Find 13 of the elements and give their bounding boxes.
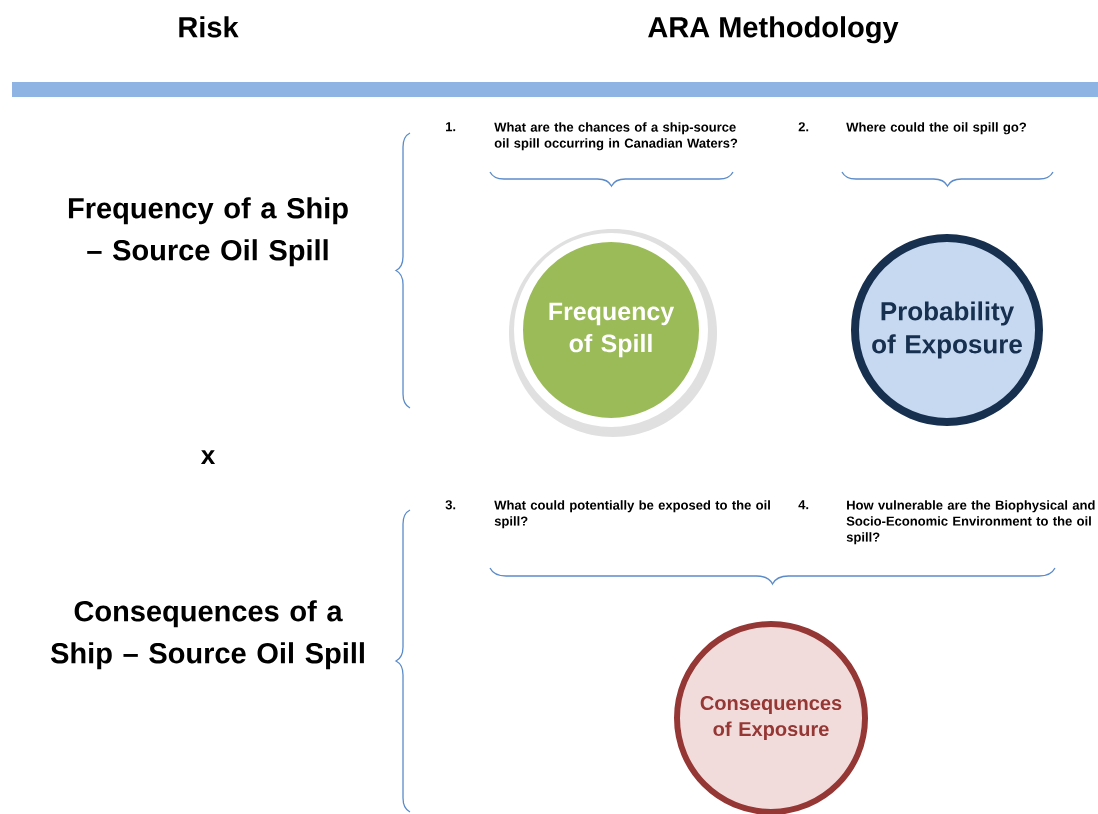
side-heading: Frequency of a Ship – Source Oil Spill [68, 197, 348, 267]
question-text: What could potentially be exposed to the oil spill? [494, 500, 770, 529]
question-number: 4. [798, 500, 809, 510]
multiply-sign: x [200, 450, 216, 464]
side-heading: Consequences of a Ship – Source Oil Spill [50, 600, 364, 670]
question-text: How vulnerable are the Biophysical and Socio-Economic Environment to the oil spill? [846, 500, 1095, 545]
question-number: 3. [445, 500, 456, 510]
question-number: 2. [798, 122, 809, 132]
question-text: What are the chances of a ship-source oil spill occurring in Canadian Waters? [494, 122, 738, 151]
heading: Risk [179, 16, 239, 38]
question-number: 1. [446, 122, 456, 132]
heading: ARA Methodology [648, 16, 899, 44]
question-text: Where could the oil spill go? [846, 122, 1026, 135]
